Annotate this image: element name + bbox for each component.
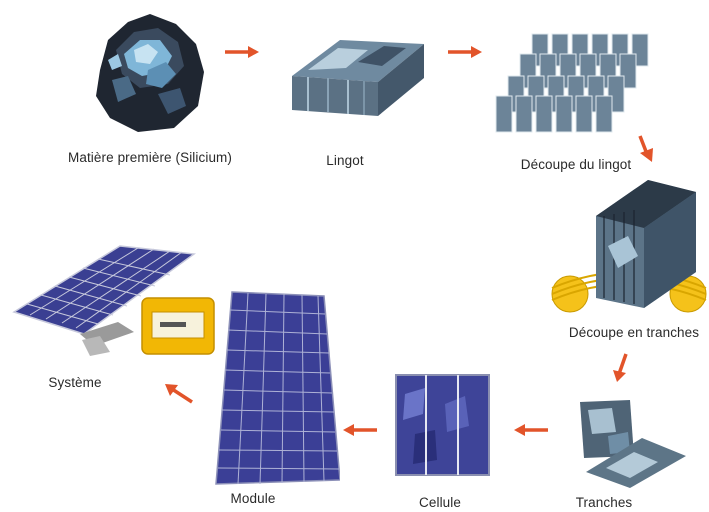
label-raw-material: Matière première (Silicium) bbox=[68, 150, 232, 165]
solar-system-illustration bbox=[10, 240, 220, 370]
arrow-6 bbox=[343, 424, 377, 436]
wafers-illustration bbox=[572, 398, 692, 490]
label-cell: Cellule bbox=[419, 495, 461, 510]
arrow-5 bbox=[514, 424, 548, 436]
wafer-slicing-illustration bbox=[548, 176, 708, 316]
label-ingot-cutting: Découpe du lingot bbox=[520, 157, 632, 172]
solar-module-illustration bbox=[212, 290, 340, 486]
arrow-1 bbox=[225, 46, 259, 58]
arrow-7 bbox=[165, 384, 193, 404]
solar-cell-illustration bbox=[395, 374, 490, 476]
raw-silicon-illustration bbox=[88, 10, 208, 135]
label-wafer-slicing: Découpe en tranches bbox=[568, 325, 700, 340]
arrow-4 bbox=[613, 353, 628, 382]
ingot-blocks-illustration bbox=[492, 28, 662, 136]
label-system: Système bbox=[48, 375, 102, 390]
label-ingot: Lingot bbox=[326, 153, 364, 168]
label-module: Module bbox=[230, 491, 276, 506]
label-wafers: Tranches bbox=[575, 495, 633, 510]
arrow-2 bbox=[448, 46, 482, 58]
ingot-illustration bbox=[288, 32, 428, 122]
arrow-3 bbox=[638, 135, 653, 162]
